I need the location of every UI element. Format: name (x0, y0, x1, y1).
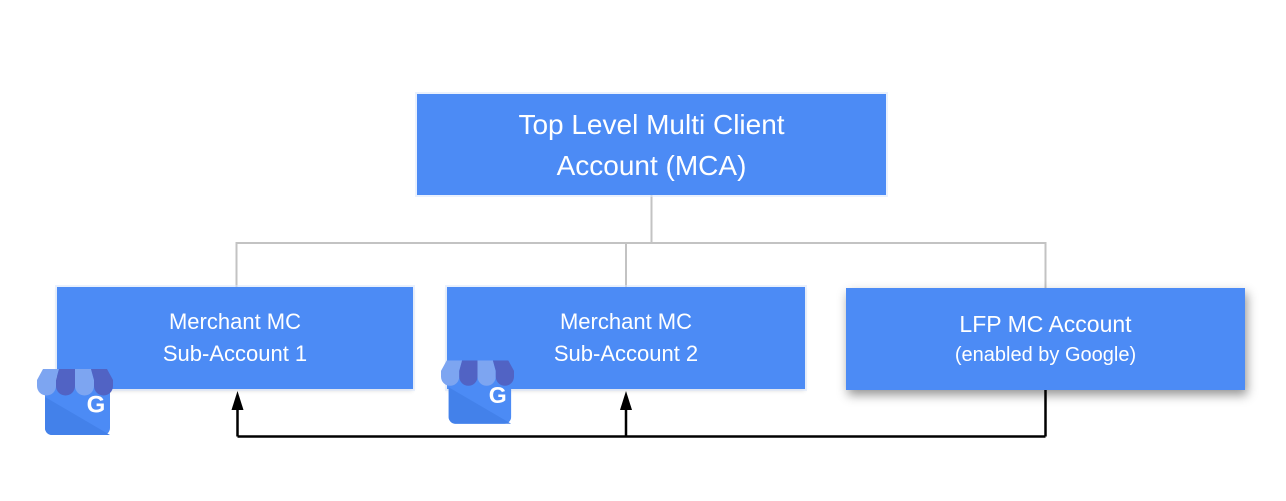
node-label-line: Merchant MC (559, 309, 693, 334)
node-label-line: LFP MC Account (959, 311, 1132, 337)
node-label-line: (enabled by Google) (954, 344, 1137, 366)
node-label-line: Merchant MC (168, 309, 302, 334)
arrowhead-up-icon (231, 391, 244, 410)
hierarchy-connector-path (235, 195, 1047, 288)
node-merchant-sub-account-1: Merchant MC Sub-Account 1 (57, 287, 413, 389)
node-label-line: Account (MCA) (556, 149, 747, 181)
node-label-line: Sub-Account 1 (162, 341, 308, 366)
node-lfp-mc-account: LFP MC Account (enabled by Google) (846, 288, 1245, 390)
node-label-line: Sub-Account 2 (553, 341, 699, 366)
node-top-level-mca: Top Level Multi Client Account (MCA) (417, 94, 886, 195)
arrowhead-up-icon (620, 391, 632, 410)
node-label-line: Top Level Multi Client (518, 108, 785, 140)
feed-arrow-path (236, 390, 1047, 438)
google-business-storefront-icon (441, 360, 514, 424)
google-business-storefront-icon (37, 369, 113, 435)
